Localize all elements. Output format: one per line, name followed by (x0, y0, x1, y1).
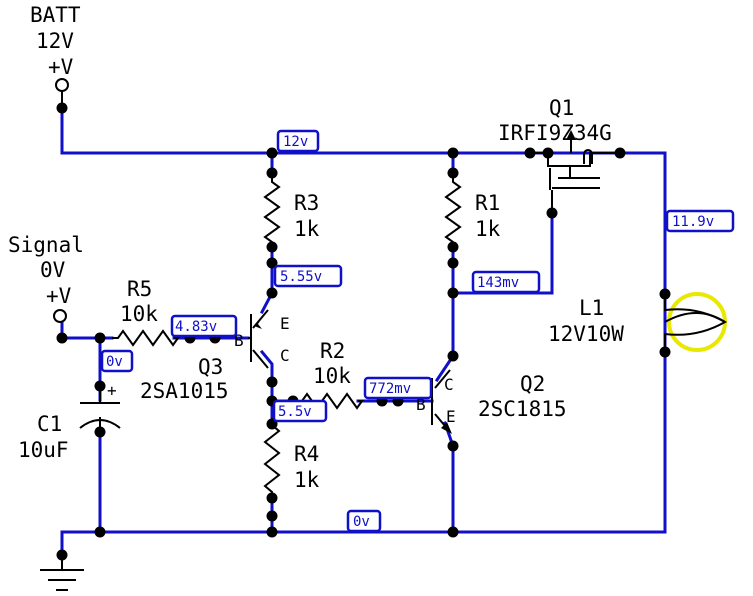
svg-text:12v: 12v (283, 134, 308, 150)
c1-polarity: + (107, 381, 117, 400)
r2-value: 10k (313, 364, 351, 388)
probe-r5-right[interactable]: 4.83v (170, 314, 238, 338)
c1-name: C1 (37, 412, 62, 436)
lamp-l1[interactable] (664, 292, 728, 352)
q3-name: Q3 (198, 355, 223, 379)
ground-icon (40, 555, 84, 591)
q1-part: IRFI9Z34G (498, 121, 612, 145)
q2-emitter-arrow-icon (441, 422, 452, 434)
r5-name: R5 (127, 277, 152, 301)
probe-top-rail[interactable]: 12v (276, 129, 320, 153)
signal-terminal-icon[interactable] (53, 309, 67, 323)
q2-part: 2SC1815 (478, 397, 567, 421)
q1-name: Q1 (549, 96, 574, 120)
l1-value: 12V10W (548, 322, 624, 346)
svg-text:5.55v: 5.55v (280, 269, 322, 285)
signal-pin: +V (46, 284, 72, 308)
l1-name: L1 (579, 296, 604, 320)
q2-name: Q2 (520, 372, 545, 396)
r1-value: 1k (475, 217, 501, 241)
q1-body-arrow-icon (566, 130, 576, 140)
batt-terminal-icon[interactable] (55, 78, 69, 92)
svg-text:4.83v: 4.83v (175, 319, 217, 335)
svg-text:5.5v: 5.5v (278, 404, 312, 420)
probe-ground[interactable]: 0v (346, 509, 382, 533)
q2-b-pin: B (416, 395, 426, 414)
batt-pin: +V (48, 55, 74, 79)
transistor-q3[interactable] (248, 309, 269, 369)
probe-r3-bottom[interactable]: 5.55v (273, 264, 343, 288)
r2-name: R2 (320, 339, 345, 363)
svg-text:772mv: 772mv (369, 381, 411, 397)
r4-value: 1k (294, 468, 320, 492)
q2-c-pin: C (444, 375, 454, 394)
svg-text:0v: 0v (353, 514, 370, 530)
c1-value: 10uF (18, 438, 69, 462)
svg-text:143mv: 143mv (477, 275, 519, 291)
svg-text:11.9v: 11.9v (672, 214, 714, 230)
resistor-r4[interactable] (263, 418, 281, 498)
q3-c-pin: C (280, 346, 290, 365)
q3-emitter-arrow-icon (254, 312, 266, 329)
wire-r3-to-q3e (259, 245, 274, 315)
probe-r2-right[interactable]: 772mv (363, 376, 433, 400)
q2-e-pin: E (446, 407, 456, 426)
probe-r4-top[interactable]: 5.5v (272, 399, 328, 423)
probe-r1-bottom[interactable]: 143mv (471, 270, 541, 294)
resistor-r1[interactable] (444, 173, 462, 247)
r3-value: 1k (294, 217, 320, 241)
batt-name: BATT (30, 3, 81, 27)
probe-lamp[interactable]: 11.9v (665, 209, 735, 233)
batt-value: 12V (36, 29, 74, 53)
resistor-r5[interactable] (112, 329, 180, 347)
signal-value: 0V (40, 258, 66, 282)
r3-name: R3 (294, 191, 319, 215)
q3-b-pin: B (234, 331, 244, 350)
r4-name: R4 (294, 442, 319, 466)
q3-part: 2SA1015 (140, 379, 229, 403)
r5-value: 10k (120, 302, 158, 326)
wire-q2e-down (443, 421, 455, 534)
resistor-r2[interactable] (296, 392, 364, 410)
resistor-r3[interactable] (263, 173, 281, 247)
signal-name: Signal (8, 233, 84, 257)
probe-signal-node[interactable]: 0v (100, 349, 134, 373)
q3-e-pin: E (280, 314, 290, 333)
svg-text:0v: 0v (106, 354, 123, 370)
r1-name: R1 (475, 191, 500, 215)
